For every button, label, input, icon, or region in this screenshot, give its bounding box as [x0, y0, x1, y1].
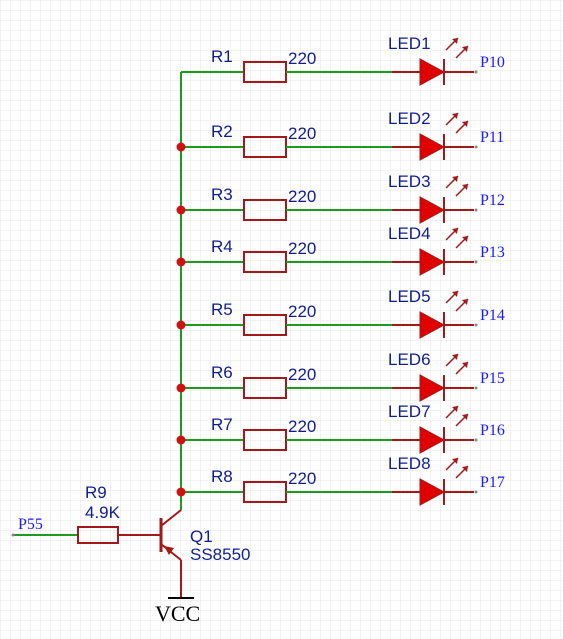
row-2-port-label: P11 [480, 129, 504, 146]
row-1-led-name-label: LED1 [388, 34, 431, 53]
transistor-q1: Q1 SS8550 VCC [155, 509, 251, 626]
row-4-resistor-name-label: R4 [211, 237, 233, 256]
row-3-port-label: P12 [480, 192, 505, 209]
row-4-pin-dot [474, 260, 478, 264]
row-7-port-label: P16 [480, 422, 505, 439]
row-4-junction-dot [176, 257, 186, 267]
row-8-junction-dot [176, 487, 186, 497]
row-1-resistor-name-label: R1 [211, 47, 233, 66]
row-2-pin-dot [474, 145, 478, 149]
row-6-led-arrow-head-1 [452, 354, 458, 360]
row-6-port-label: P15 [480, 370, 505, 387]
row-8-led-arrow-head-2 [462, 466, 468, 472]
row-7-led-arrow-head-1 [452, 406, 458, 412]
row-4-led-name-label: LED4 [388, 224, 431, 243]
row-1-led-triangle [419, 58, 446, 86]
row-1-led-arrow-head-1 [452, 38, 458, 44]
row-7-led-arrow-head-2 [462, 414, 468, 420]
row-7-resistor-value-label: 220 [288, 417, 316, 436]
r9-value-label: 4.9K [85, 503, 121, 522]
row-7-resistor-name-label: R7 [211, 415, 233, 434]
row-2-junction-dot [176, 142, 186, 152]
row-8-port-label: P17 [480, 474, 505, 491]
row-4-led-arrow-head-1 [452, 228, 458, 234]
row-2-resistor-name-label: R2 [211, 122, 233, 141]
row-2-led-arrow-head-1 [452, 113, 458, 119]
row-2-led-arrow-head-2 [462, 121, 468, 127]
row-3-resistor-name-label: R3 [211, 185, 233, 204]
q1-collector-leg [160, 509, 182, 527]
row-4-resistor-value-label: 220 [288, 239, 316, 258]
q1-part-label: SS8550 [190, 545, 251, 564]
row-6-pin-dot [474, 386, 478, 390]
row-5-port-label: P14 [480, 307, 505, 324]
input-stage: P55 R9 4.9K [11, 483, 160, 544]
row-1-port-label: P10 [480, 54, 505, 71]
row-4-led-triangle [419, 248, 446, 276]
r9-name-label: R9 [85, 483, 107, 502]
row-4-led-arrow-head-2 [462, 236, 468, 242]
row-5-led-name-label: LED5 [388, 287, 431, 306]
row-4-port-label: P13 [480, 244, 505, 261]
row-3-led-triangle [419, 196, 446, 224]
row-5-junction-dot [176, 320, 186, 330]
row-3-led-arrow-head-1 [452, 176, 458, 182]
q1-name-label: Q1 [190, 527, 213, 546]
row-1-led-arrow-head-2 [462, 46, 468, 52]
row-1-pin-dot [474, 70, 478, 74]
input-pin-dot [11, 533, 15, 537]
row-2-led-triangle [419, 133, 446, 161]
row-7-pin-dot [474, 438, 478, 442]
input-port-label: P55 [18, 516, 43, 533]
row-8-led-name-label: LED8 [388, 454, 431, 473]
row-6-junction-dot [176, 383, 186, 393]
row-2-led-name-label: LED2 [388, 109, 431, 128]
row-7-led-triangle [419, 426, 446, 454]
row-5-led-triangle [419, 311, 446, 339]
row-6-led-triangle [419, 374, 446, 402]
row-3-pin-dot [474, 208, 478, 212]
row-8-resistor-name-label: R8 [211, 467, 233, 486]
row-3-resistor-value-label: 220 [288, 187, 316, 206]
row-7-junction-dot [176, 435, 186, 445]
row-5-led-arrow-head-1 [452, 291, 458, 297]
row-3-led-name-label: LED3 [388, 172, 431, 191]
row-8-led-arrow-head-1 [452, 458, 458, 464]
row-5-resistor-name-label: R5 [211, 300, 233, 319]
row-5-resistor-value-label: 220 [288, 302, 316, 321]
row-6-resistor-value-label: 220 [288, 365, 316, 384]
row-1-resistor-value-label: 220 [288, 49, 316, 68]
row-7-led-name-label: LED7 [388, 402, 431, 421]
vcc-label: VCC [155, 601, 200, 626]
row-6-resistor-name-label: R6 [211, 363, 233, 382]
row-3-led-arrow-head-2 [462, 184, 468, 190]
row-8-resistor-value-label: 220 [288, 469, 316, 488]
row-2-resistor-value-label: 220 [288, 124, 316, 143]
q1-emitter-arrow [164, 546, 174, 555]
row-5-pin-dot [474, 323, 478, 327]
row-8-led-triangle [419, 478, 446, 506]
row-6-led-arrow-head-2 [462, 362, 468, 368]
row-5-led-arrow-head-2 [462, 299, 468, 305]
row-6-led-name-label: LED6 [388, 350, 431, 369]
row-8-pin-dot [474, 490, 478, 494]
row-3-junction-dot [176, 205, 186, 215]
